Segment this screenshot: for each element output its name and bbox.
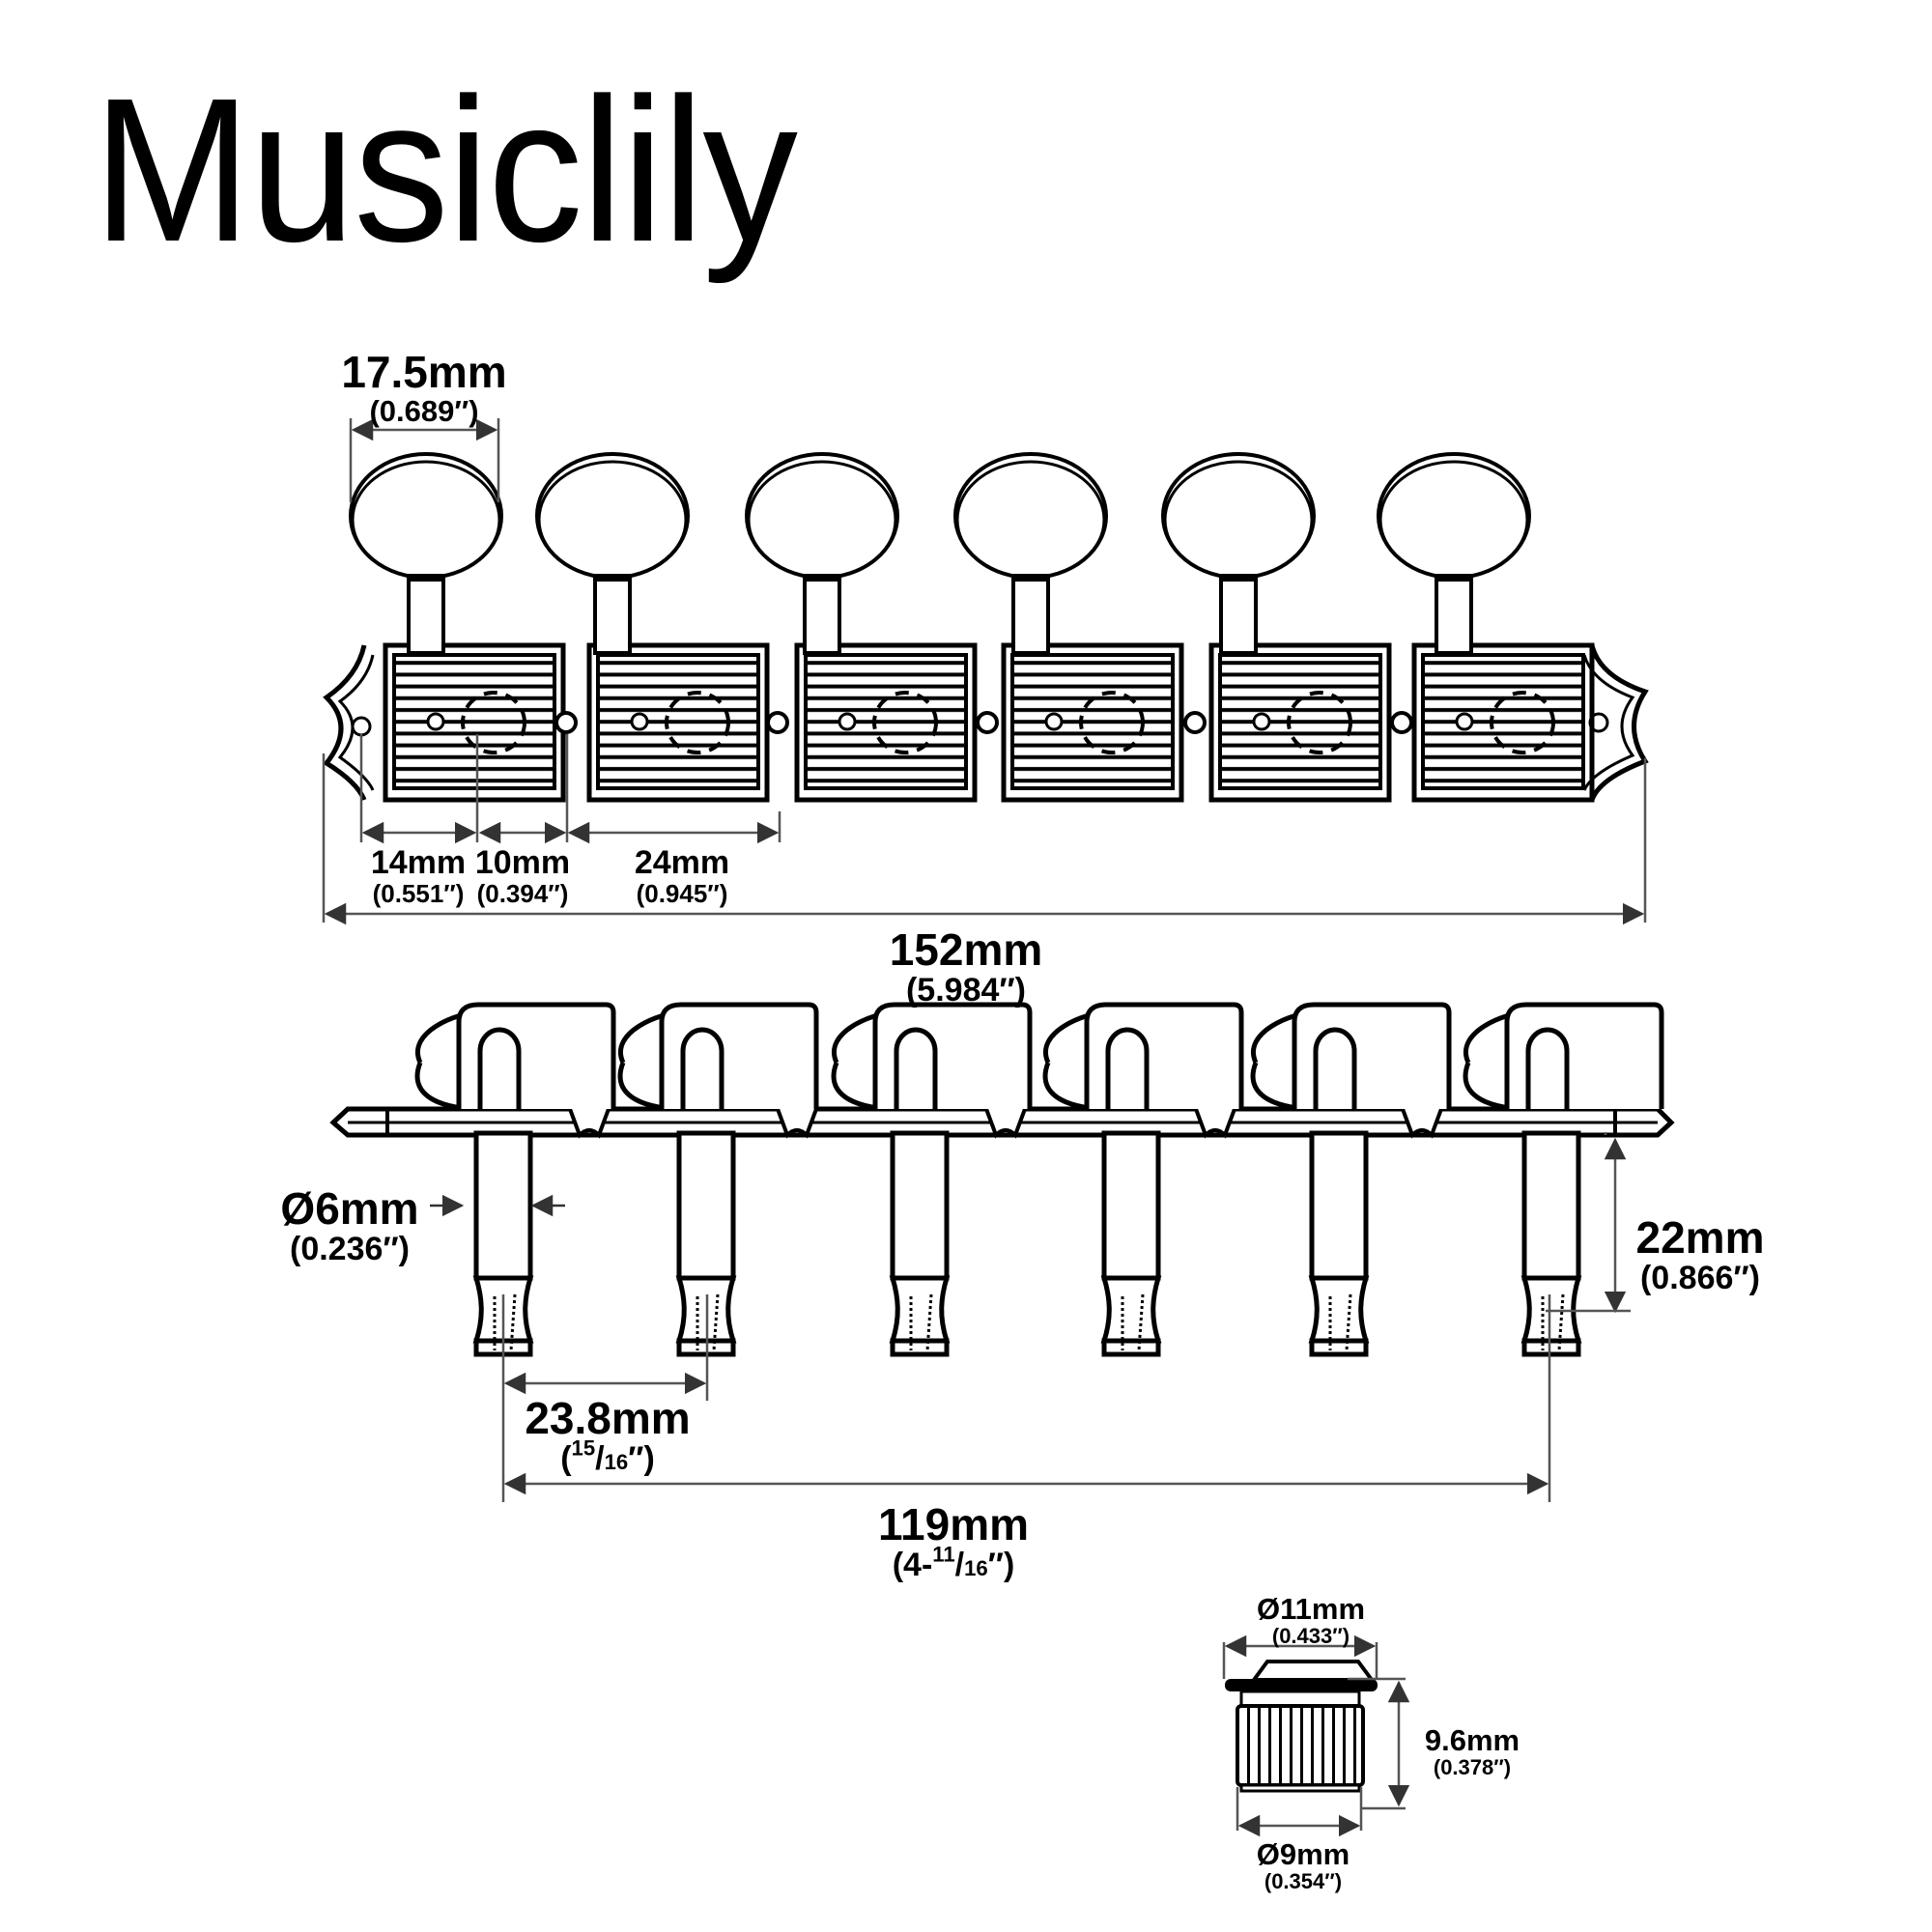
- label-spacing-1: 14mm (0.551″): [371, 846, 466, 906]
- tuner-housing-3: [797, 645, 975, 800]
- post-diameter-mm: Ø6mm: [280, 1183, 419, 1234]
- post-diameter-inch: (0.236″): [289, 1231, 411, 1267]
- tuner-button-4: [953, 452, 1108, 655]
- spacing-1-mm: 14mm: [370, 844, 467, 881]
- side-tuner-3: [834, 1005, 1030, 1354]
- label-post-diameter: Ø6mm (0.236″): [280, 1186, 418, 1265]
- side-tuner-1: [417, 1005, 613, 1354]
- bushing-height-mm: 9.6mm: [1424, 1723, 1520, 1757]
- spacing-3-inch: (0.945″): [636, 879, 728, 908]
- tuner-housing-5: [1211, 645, 1389, 800]
- tuner-button-2: [535, 452, 690, 655]
- dim-post-height: [1546, 1132, 1631, 1314]
- brand-title: Musiclily: [93, 55, 798, 284]
- side-tuner-6: [1465, 1005, 1662, 1354]
- side-view: [329, 1005, 1675, 1502]
- post-spacing-inch: (15/16″): [560, 1435, 655, 1477]
- bushing-height-inch: (0.378″): [1433, 1755, 1512, 1779]
- post-spacing-mm: 23.8mm: [525, 1393, 691, 1443]
- button-width-inch: (0.689″): [369, 394, 479, 428]
- label-spacing-3: 24mm (0.945″): [635, 846, 729, 906]
- bushing-outer-inch: (0.433″): [1271, 1624, 1350, 1648]
- bushing-outer-mm: Ø11mm: [1256, 1592, 1366, 1626]
- bushing-inner-mm: Ø9mm: [1256, 1837, 1350, 1871]
- side-tuner-4: [1045, 1005, 1241, 1354]
- button-width-mm: 17.5mm: [341, 347, 507, 397]
- side-tuner-5: [1253, 1005, 1449, 1354]
- label-bushing-inner-diameter: Ø9mm (0.354″): [1257, 1839, 1350, 1892]
- dim-spacing: [322, 734, 1647, 925]
- label-bushing-height: 9.6mm (0.378″): [1425, 1725, 1520, 1778]
- post-span-inch: (4-11/16″): [892, 1542, 1015, 1583]
- tuner-housing-4: [1004, 645, 1181, 800]
- top-view: [322, 418, 1649, 925]
- tuner-button-3: [745, 452, 899, 655]
- label-post-spacing: 23.8mm (15/16″): [525, 1396, 690, 1475]
- label-button-width: 17.5mm (0.689″): [341, 350, 506, 426]
- dim-post-spacing: [501, 1294, 1551, 1502]
- tuner-housing-2: [589, 645, 767, 800]
- label-post-span: 119mm (4-11/16″): [878, 1502, 1029, 1581]
- overall-length-mm: 152mm: [889, 924, 1043, 975]
- post-height-mm: 22mm: [1635, 1212, 1765, 1263]
- dim-button-width: [349, 418, 500, 502]
- tuner-button-5: [1161, 452, 1316, 655]
- post-height-inch: (0.866″): [1639, 1260, 1760, 1296]
- tuner-button-6: [1377, 452, 1531, 655]
- spacing-2-mm: 10mm: [474, 844, 571, 881]
- bushing-inner-inch: (0.354″): [1264, 1869, 1343, 1893]
- post-span-mm: 119mm: [877, 1499, 1030, 1549]
- tuner-housing-6: [1414, 645, 1592, 800]
- tuner-button-1: [349, 452, 503, 655]
- overall-length-inch: (5.984″): [905, 972, 1026, 1009]
- tuner-housing-1: [385, 645, 563, 800]
- side-tuner-2: [620, 1005, 816, 1354]
- label-spacing-2: 10mm (0.394″): [475, 846, 570, 906]
- spacing-1-inch: (0.551″): [372, 879, 465, 908]
- spacing-3-mm: 24mm: [634, 844, 730, 881]
- label-post-height: 22mm (0.866″): [1636, 1215, 1765, 1294]
- bushing-detail: [1222, 1634, 1410, 1837]
- label-overall-length: 152mm (5.984″): [890, 927, 1043, 1007]
- label-bushing-outer-diameter: Ø11mm (0.433″): [1257, 1594, 1365, 1647]
- spacing-2-inch: (0.394″): [476, 879, 569, 908]
